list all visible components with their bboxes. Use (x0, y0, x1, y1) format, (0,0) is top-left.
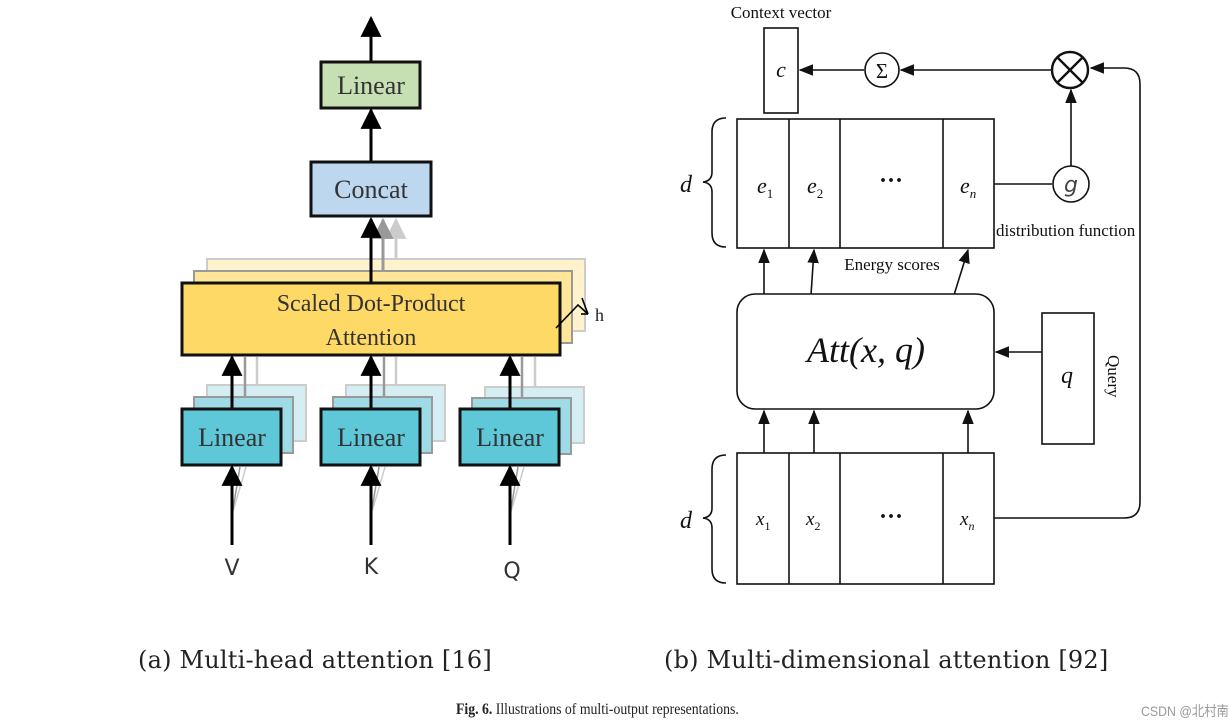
energy-scores-row: e1 e2 ··· en (736, 118, 995, 249)
query-label: Query (1104, 355, 1123, 398)
linear-group-q: Linear Q (458, 354, 585, 584)
distribution-node (1052, 165, 1090, 203)
att-to-e2-arrow (807, 248, 819, 296)
input-vectors-row: x1 x2 ··· xn (736, 452, 995, 585)
input-dimension-brace (702, 454, 727, 584)
attention-box (180, 281, 562, 357)
input-q-label: Q (503, 559, 520, 584)
energy-cell-2: e2 (807, 173, 823, 201)
figure-number: Fig. 6. (456, 701, 493, 718)
heads-label: h (595, 305, 604, 325)
energy-cell-1: e1 (757, 173, 773, 201)
multi-dimensional-attention-diagram: Context vector c Σ g distribution functi… (680, 3, 1141, 585)
linear-group-k: Linear K (319, 354, 446, 580)
energy-scores-label: Energy scores (844, 255, 940, 274)
input-cell-n: xn (959, 509, 974, 533)
query-box (1041, 312, 1095, 445)
distribution-function-label: distribution function (996, 221, 1136, 240)
context-vector-label: Context vector (731, 3, 832, 22)
attention-label-line1: Scaled Dot-Product (277, 291, 466, 317)
input-k-label: K (364, 555, 379, 580)
input-to-product-path (994, 62, 1141, 519)
energy-dimension-label: d (680, 172, 693, 198)
sum-symbol: Σ (876, 59, 888, 83)
watermark: CSDN @北村南 (1141, 703, 1229, 719)
top-linear-label: Linear (337, 71, 405, 100)
context-symbol: c (776, 57, 786, 82)
att-to-en-arrow (953, 248, 970, 296)
linear-v-label: Linear (198, 423, 266, 452)
energy-dimension-brace (702, 117, 727, 248)
subcaption-b: (b) Multi-dimensional attention [92] (664, 646, 1109, 674)
context-vector-box (763, 27, 799, 114)
product-node (1050, 50, 1090, 90)
linear-group-v: Linear V (180, 354, 307, 581)
input-cell-ellipsis: ··· (879, 504, 903, 530)
concat-label: Concat (334, 175, 408, 204)
distribution-symbol: g (1064, 173, 1078, 198)
input-cell-2: x2 (805, 509, 820, 533)
attention-label-line2: Attention (326, 325, 417, 351)
query-symbol: q (1061, 363, 1073, 389)
input-cell-1: x1 (755, 509, 770, 533)
attention-function-label: Att(x, q) (805, 330, 925, 370)
linear-k-label: Linear (337, 423, 405, 452)
energy-cell-n: en (960, 173, 976, 201)
linear-q-label: Linear (476, 423, 544, 452)
energy-cell-ellipsis: ··· (879, 168, 903, 194)
multi-head-attention-diagram: Linear Concat Scaled Dot-Product Attenti… (180, 15, 604, 584)
concat-box (309, 160, 433, 218)
subcaption-a: (a) Multi-head attention [16] (138, 646, 492, 674)
input-dimension-label: d (680, 508, 693, 534)
linear-q-box (458, 407, 561, 467)
input-v-label: V (224, 556, 239, 581)
figure-caption: Fig. 6. Illustrations of multi-output re… (456, 701, 739, 719)
figure-caption-text: Illustrations of multi-output representa… (492, 701, 739, 718)
attention-function-box (736, 293, 995, 410)
sum-node (864, 52, 900, 88)
heads-bracket (555, 297, 589, 329)
linear-k-box (319, 407, 422, 467)
